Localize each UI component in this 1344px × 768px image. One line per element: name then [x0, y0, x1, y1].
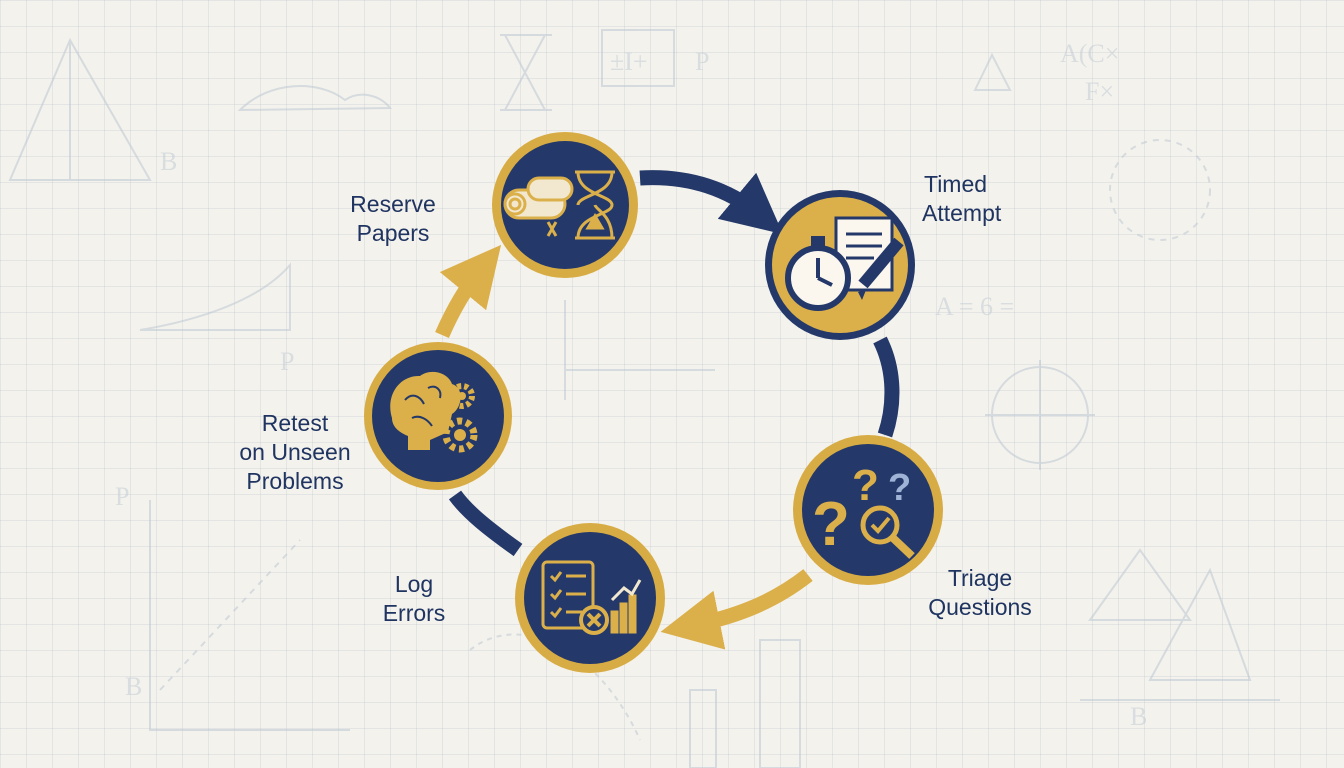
label-line: Triage [947, 565, 1013, 591]
label-triage-questions: Triage Questions [910, 564, 1050, 622]
svg-text:P: P [115, 482, 129, 511]
svg-text:±I+: ±I+ [610, 47, 648, 76]
label-timed-attempt: Timed Attempt [922, 170, 1032, 228]
arrow-retest-to-reserve [435, 244, 502, 338]
brain-gears-icon [390, 371, 478, 453]
label-line: Timed [924, 171, 988, 197]
label-line: Papers [356, 220, 430, 246]
node-reserve-papers [492, 132, 638, 278]
label-line: Log [394, 571, 434, 597]
svg-text:B: B [160, 147, 177, 176]
svg-text:F×: F× [1085, 77, 1114, 106]
label-reserve-papers: Reserve Papers [330, 190, 456, 248]
arrow-timed-to-triage [873, 336, 900, 438]
svg-text:?: ? [812, 490, 850, 559]
question-marks-magnifier-icon: ? ? ? [812, 461, 915, 559]
label-line: Retest [261, 410, 329, 436]
svg-text:B: B [1130, 702, 1147, 731]
node-log-errors [515, 523, 665, 673]
stopwatch-document-pencil-icon [785, 216, 904, 311]
arrow-reserve-to-timed [639, 170, 784, 235]
label-line: Problems [246, 468, 344, 494]
node-triage-questions: ? ? ? [793, 435, 943, 585]
svg-text:P: P [695, 47, 709, 76]
label-line: Attempt [922, 200, 1002, 226]
node-timed-attempt [765, 190, 915, 340]
svg-text:A = 6 =: A = 6 = [935, 292, 1014, 321]
svg-text:?: ? [852, 461, 879, 510]
arrow-triage-to-log [660, 569, 813, 650]
arrow-log-to-retest [448, 490, 523, 557]
label-retest-unseen: Retest on Unseen Problems [222, 409, 368, 496]
checklist-error-chart-icon [541, 560, 642, 635]
label-line: Reserve [350, 191, 436, 217]
label-line: Questions [928, 594, 1032, 620]
svg-text:P: P [280, 347, 294, 376]
label-line: on Unseen [239, 439, 351, 465]
label-line: Errors [382, 600, 446, 626]
label-log-errors: Log Errors [364, 570, 464, 628]
svg-text:A(C×: A(C× [1060, 39, 1119, 68]
svg-text:?: ? [888, 467, 911, 509]
svg-text:B: B [125, 672, 142, 701]
node-retest-unseen [364, 342, 512, 490]
scroll-hourglass-icon [503, 170, 615, 240]
